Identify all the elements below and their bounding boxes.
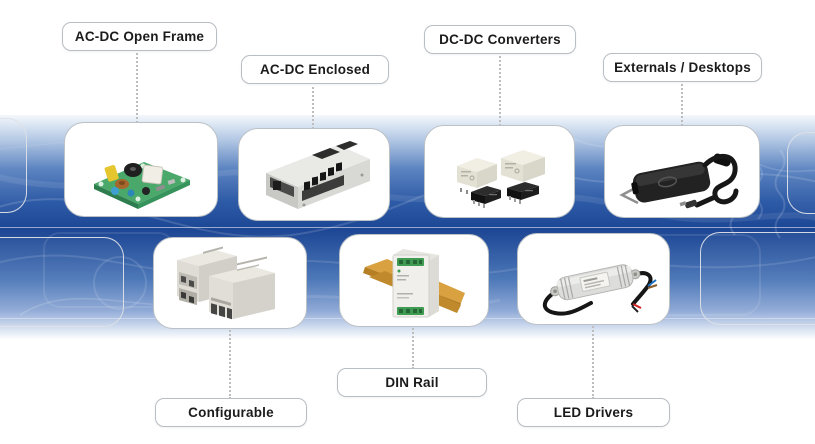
category-card-ac-dc-enclosed[interactable] — [238, 128, 390, 221]
din-rail-psu-image — [363, 248, 465, 317]
category-card-configurable[interactable] — [153, 237, 307, 329]
category-label-din-rail[interactable]: DIN Rail — [337, 368, 487, 397]
enclosed-psu-image — [266, 140, 370, 209]
category-label-text: LED Drivers — [553, 405, 634, 420]
led-driver-image — [542, 264, 657, 316]
band-seam-line — [0, 227, 815, 228]
partial-card-bottom-left — [0, 237, 124, 327]
partial-card-bottom-right — [700, 232, 815, 325]
partial-card-top-right — [787, 132, 815, 214]
connector-line-ac-dc-open-frame — [136, 49, 138, 123]
category-card-led-drivers[interactable] — [517, 233, 670, 325]
connector-line-din-rail — [412, 325, 414, 369]
connector-line-ac-dc-enclosed — [312, 82, 314, 129]
category-label-ac-dc-enclosed[interactable]: AC-DC Enclosed — [241, 55, 389, 84]
category-label-text: DC-DC Converters — [439, 32, 561, 47]
category-label-led-drivers[interactable]: LED Drivers — [517, 398, 670, 427]
category-label-text: Configurable — [188, 405, 274, 420]
dc-dc-converter-modules-image — [456, 149, 545, 208]
category-label-text: AC-DC Open Frame — [74, 29, 205, 44]
desktop-adapter-image — [619, 153, 739, 208]
open-frame-psu-image — [94, 161, 190, 209]
category-card-externals-desktops[interactable] — [604, 125, 760, 218]
category-label-dc-dc-converters[interactable]: DC-DC Converters — [424, 25, 576, 54]
connector-line-externals-desktops — [681, 80, 683, 126]
partial-card-top-left — [0, 118, 27, 213]
category-label-externals-desktops[interactable]: Externals / Desktops — [603, 53, 762, 82]
category-card-dc-dc-converters[interactable] — [424, 125, 575, 218]
category-label-text: AC-DC Enclosed — [259, 62, 371, 77]
connector-line-led-drivers — [592, 323, 594, 399]
category-label-configurable[interactable]: Configurable — [155, 398, 307, 427]
category-card-ac-dc-open-frame[interactable] — [64, 122, 218, 217]
category-label-text: Externals / Desktops — [614, 60, 751, 75]
connector-line-configurable — [229, 327, 231, 399]
category-label-ac-dc-open-frame[interactable]: AC-DC Open Frame — [62, 22, 217, 51]
configurable-psu-image — [177, 246, 275, 320]
connector-line-dc-dc-converters — [499, 51, 501, 126]
category-label-text: DIN Rail — [385, 375, 439, 390]
category-card-din-rail[interactable] — [339, 234, 489, 327]
